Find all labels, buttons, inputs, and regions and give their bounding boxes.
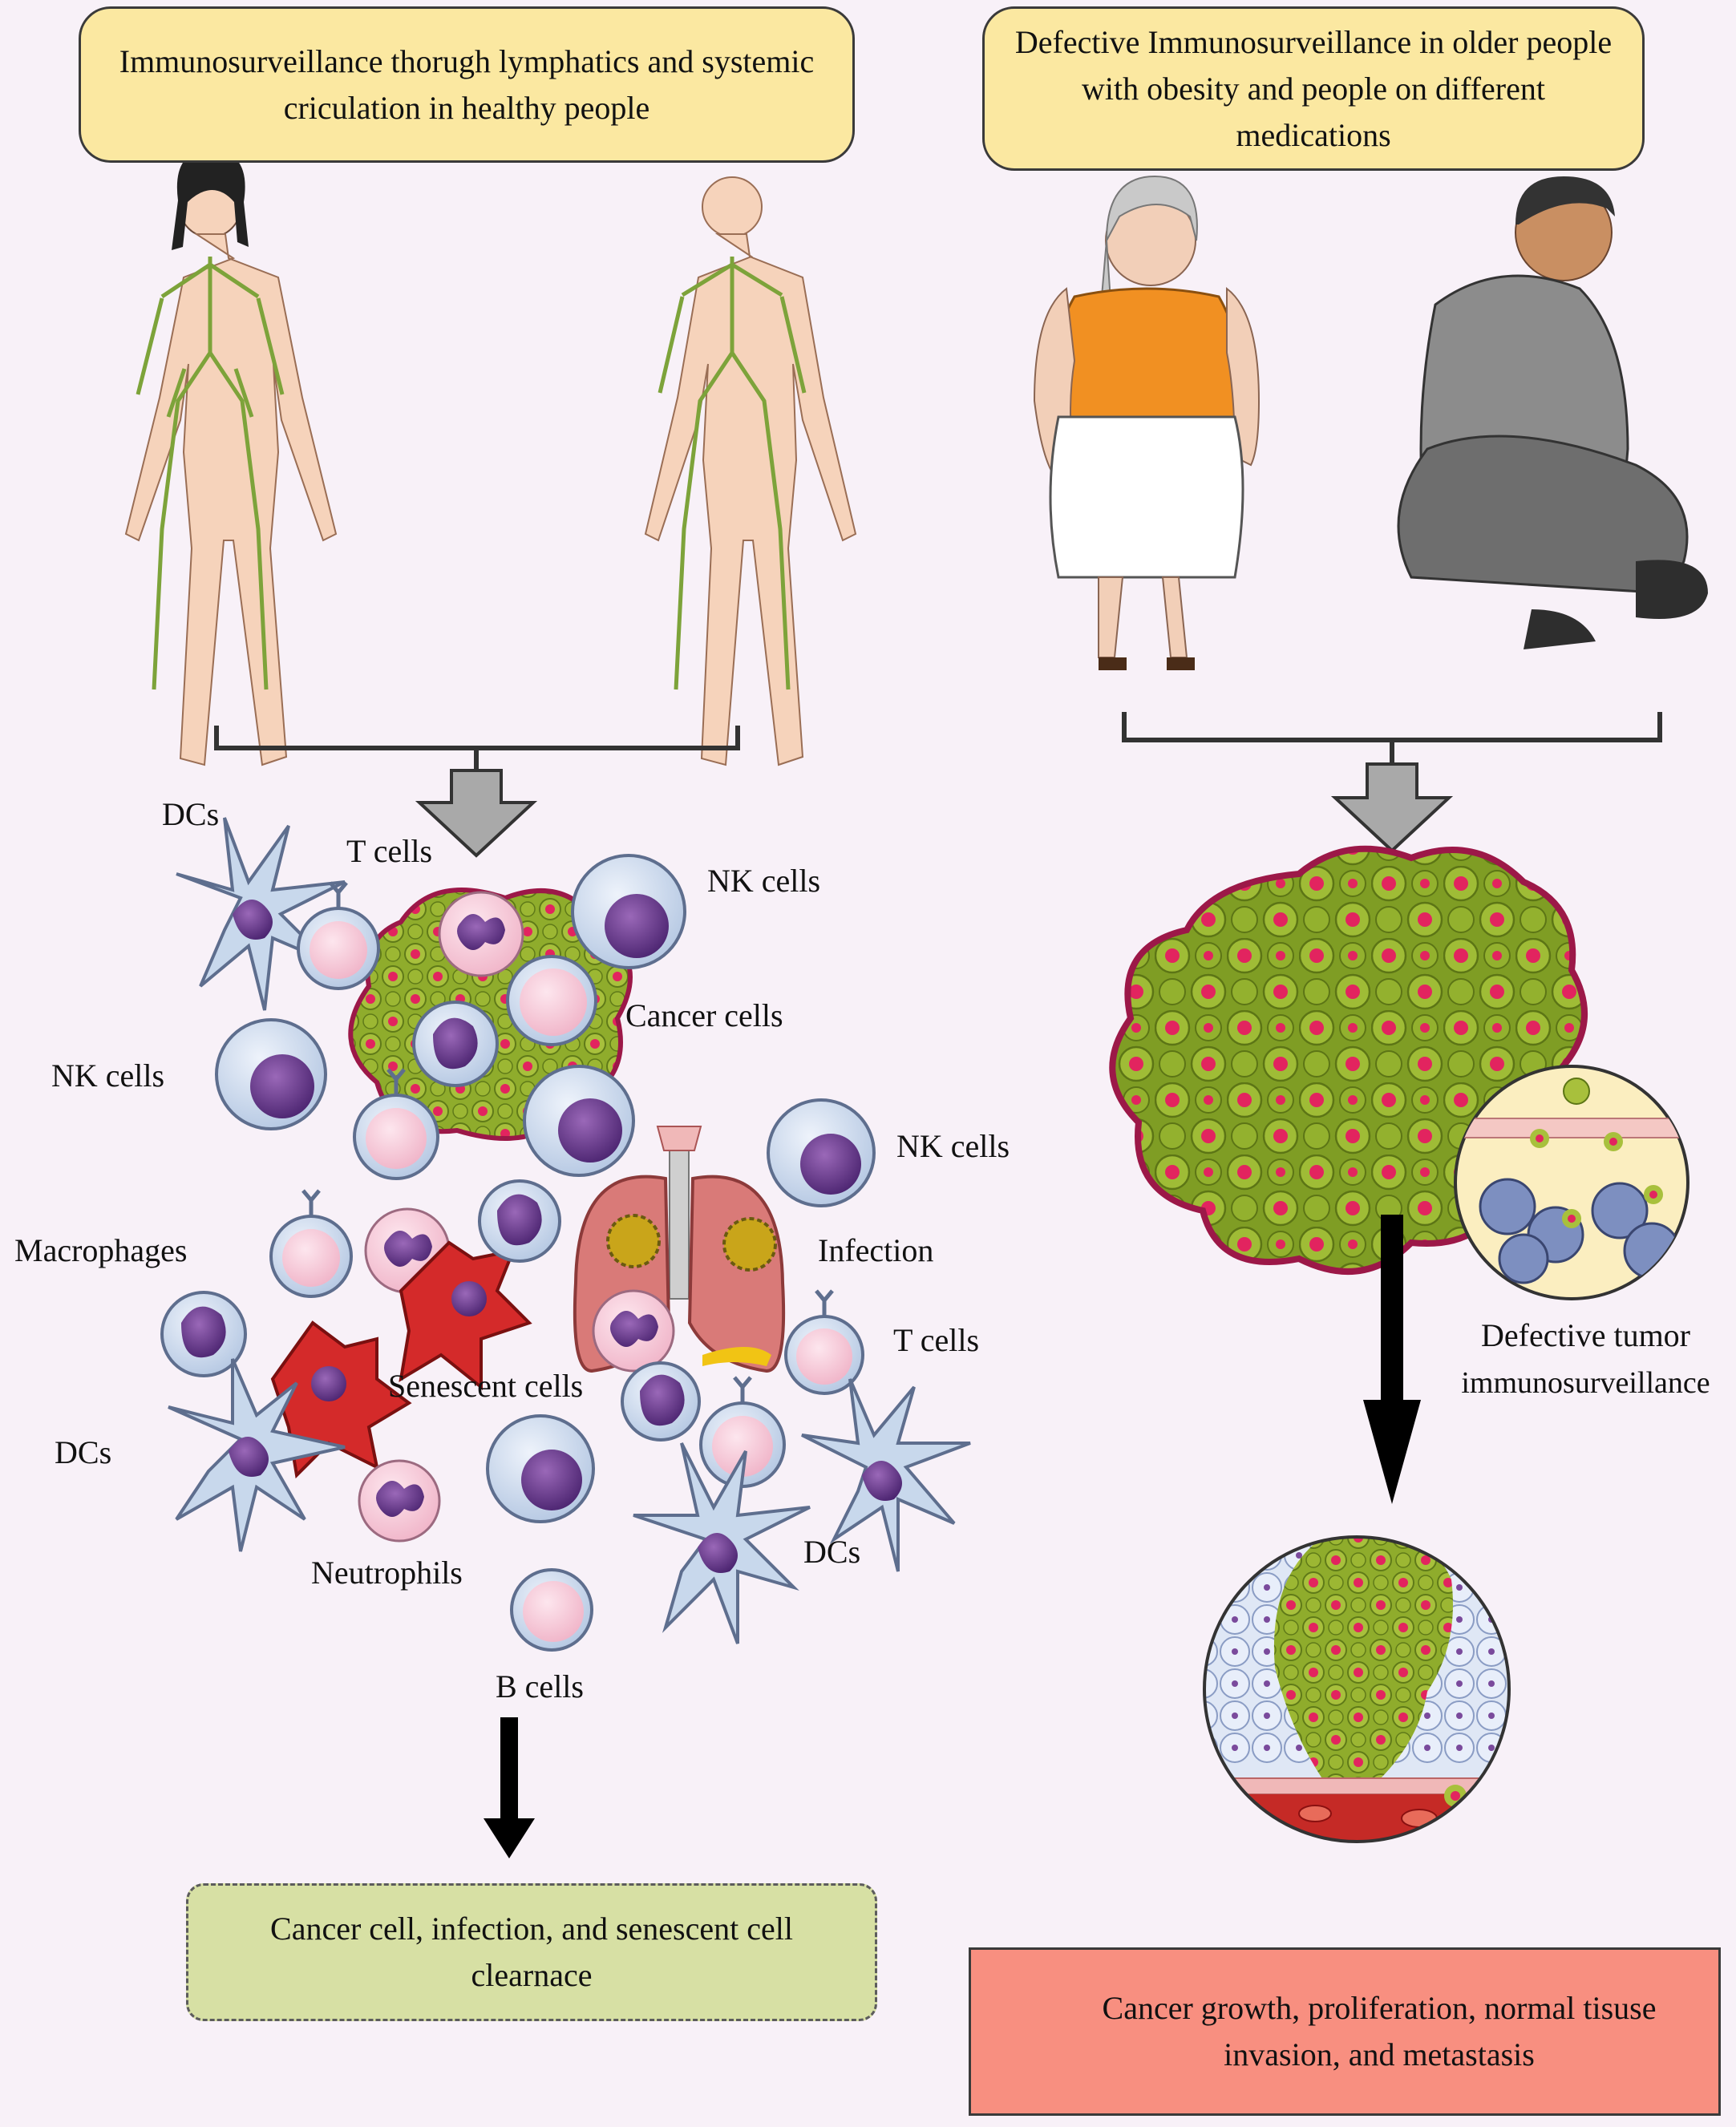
dc-cell-bottom [633, 1442, 811, 1644]
b-cell-top [506, 955, 597, 1046]
nk-cell-topright [571, 854, 686, 969]
label-nk-cells-mid: NK cells [896, 1128, 1010, 1164]
right-outcome-text: Cancer growth, proliferation, normal tis… [1102, 1990, 1657, 2072]
label-cancer-cells: Cancer cells [625, 997, 783, 1033]
neutrophil-infection [592, 1289, 675, 1373]
invasion-inset [1454, 1065, 1689, 1300]
woman-figure [124, 149, 338, 766]
macrophage-left [160, 1291, 247, 1377]
older-woman-figure [1033, 175, 1261, 670]
macrophage-center [621, 1361, 701, 1442]
t-cell-lower [269, 1189, 353, 1298]
neutrophil-top [438, 891, 524, 977]
label-infection: Infection [818, 1232, 934, 1268]
obese-man-figure [1397, 176, 1708, 649]
label-senescent-cells: Senescent cells [388, 1368, 584, 1404]
macrophage-upper [478, 1179, 561, 1263]
dc-cell-top [176, 817, 346, 1011]
t-cell-right [784, 1289, 864, 1395]
left-outcome-callout: Cancer cell, infection, and senescent ce… [186, 1883, 877, 2021]
label-dcs-left: DCs [55, 1434, 112, 1470]
right-header-callout: Defective Immunosurveillance in older pe… [982, 6, 1645, 171]
label-defective-line2: immunosurveillance [1461, 1366, 1710, 1400]
neutrophil-bottom [358, 1459, 441, 1543]
nk-cell-left [215, 1018, 327, 1130]
label-neutrophils: Neutrophils [311, 1555, 463, 1591]
dc-cell-right [801, 1378, 971, 1572]
label-b-cells: B cells [496, 1668, 584, 1704]
left-down-arrow [484, 1717, 535, 1858]
right-header-text: Defective Immunosurveillance in older pe… [1014, 23, 1613, 153]
b-cell-bottom [510, 1568, 593, 1652]
left-bracket-arrow [214, 726, 740, 858]
label-nk-cells-right: NK cells [707, 863, 821, 899]
senescent-cell-upper [399, 1240, 532, 1391]
right-bracket-arrow [1122, 712, 1662, 853]
metastasis-circle [1203, 1535, 1511, 1843]
detached-cancer-cell [1563, 1078, 1590, 1105]
label-macrophages: Macrophages [14, 1232, 188, 1268]
t-cell-mid [353, 1068, 439, 1180]
right-down-arrow [1363, 1215, 1421, 1504]
label-defective-tumor: Defective tumor immunosurveillance [1435, 1312, 1736, 1405]
label-nk-cells-left: NK cells [51, 1057, 165, 1094]
nk-cell-right [767, 1098, 876, 1207]
t-cell-top [297, 881, 380, 990]
left-outcome-text: Cancer cell, infection, and senescent ce… [270, 1911, 793, 1993]
label-dcs-top: DCs [162, 796, 220, 832]
left-header-text: Immunosurveillance thorugh lymphatics an… [119, 42, 815, 126]
label-t-cells-top: T cells [346, 833, 433, 869]
man-figure [644, 176, 857, 766]
label-defective-line1: Defective tumor [1481, 1317, 1690, 1353]
left-header-callout: Immunosurveillance thorugh lymphatics an… [79, 6, 855, 163]
dc-cell-left [168, 1358, 346, 1552]
right-outcome-callout: Cancer growth, proliferation, normal tis… [969, 1947, 1721, 2116]
label-t-cells-mid: T cells [893, 1322, 980, 1358]
nk-cell-lower [486, 1414, 595, 1523]
nk-cell-center [523, 1065, 635, 1177]
label-dcs-right: DCs [803, 1534, 861, 1570]
macrophage-mid [412, 1001, 499, 1087]
